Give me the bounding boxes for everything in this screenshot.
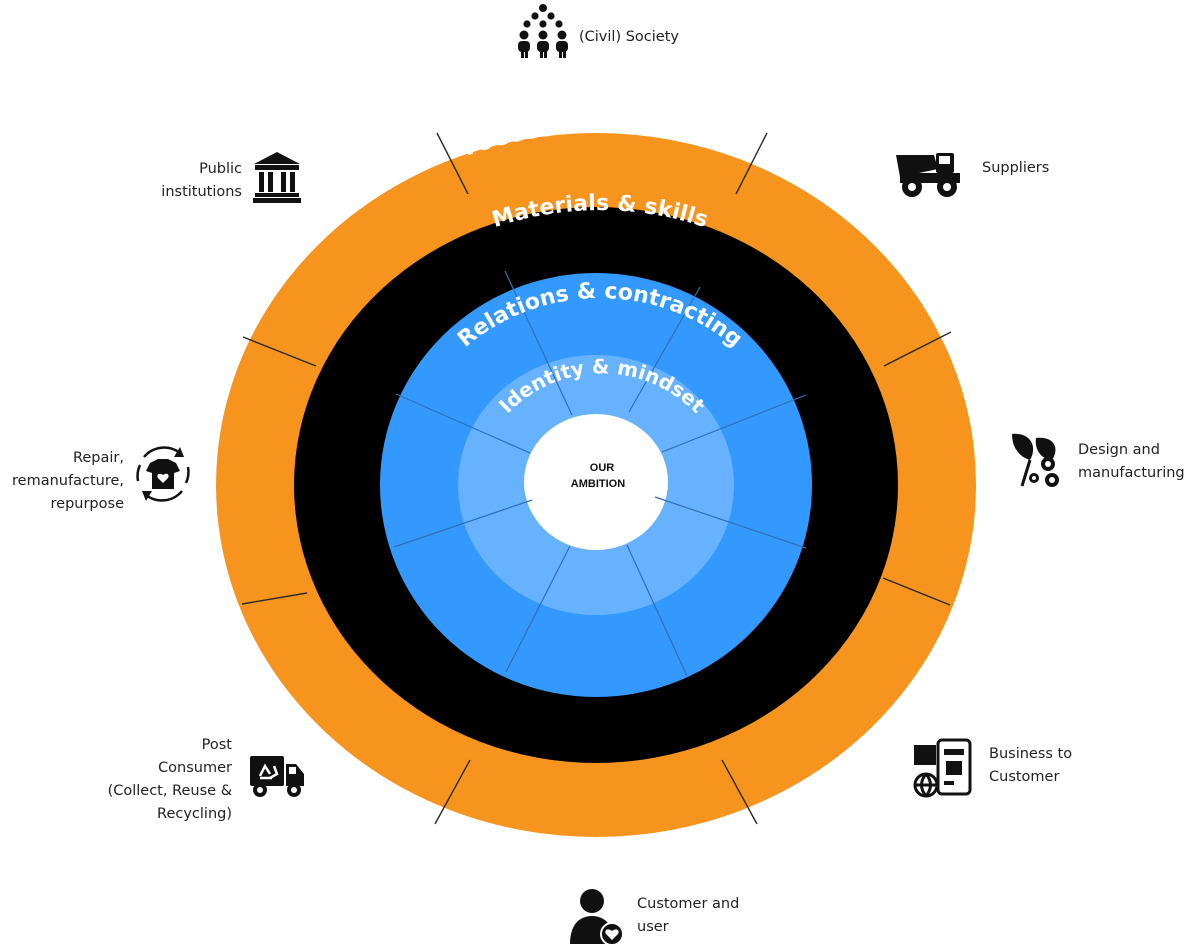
stakeholder-post-consumer: Post Consumer (Collect, Reuse & Recyclin…	[108, 734, 232, 826]
stakeholder-label: repurpose	[50, 496, 124, 512]
stakeholder-business-to-customer: Business to Customer	[989, 743, 1072, 789]
stakeholder-label: Customer and	[637, 896, 740, 912]
outer-separators	[241, 132, 952, 825]
recycling-truck-icon	[250, 756, 304, 797]
stakeholder-label: Design and	[1078, 442, 1160, 458]
stakeholder-public-institutions: Public institutions	[161, 158, 242, 204]
blue-separator	[661, 394, 807, 453]
stakeholder-label: (Collect, Reuse &	[107, 783, 232, 799]
center-label-line-2: AMBITION	[571, 478, 625, 490]
stakeholder-suppliers: Suppliers	[982, 157, 1049, 180]
blue-separator	[628, 286, 701, 413]
blue-separator	[393, 499, 533, 548]
outer-separator	[883, 331, 952, 367]
stakeholder-label: Customer	[989, 769, 1060, 785]
ring-outer-label: Processes & activities	[0, 0, 746, 163]
outer-separator	[434, 759, 471, 825]
stakeholder-label: Business to	[989, 746, 1073, 762]
blue-separator	[654, 496, 807, 549]
user-heart-icon	[570, 889, 624, 946]
outer-separator	[721, 759, 758, 825]
stakeholder-label: Suppliers	[982, 160, 1050, 176]
stakeholder-design-manufacturing: Design and manufacturing	[1078, 439, 1185, 485]
outer-separator	[882, 577, 951, 606]
ring-center	[524, 414, 668, 550]
stakeholder-label: Public	[199, 161, 242, 177]
dump-truck-icon	[896, 153, 960, 197]
stakeholder-label: (Civil) Society	[579, 29, 679, 45]
tshirt-cycle-icon	[136, 446, 190, 502]
stakeholder-label: remanufacture,	[12, 473, 124, 489]
stakeholder-label: manufacturing	[1078, 465, 1185, 481]
blue-separator	[505, 545, 571, 673]
blue-separator	[395, 393, 531, 454]
outer-separator	[436, 132, 469, 195]
mobile-commerce-icon	[913, 738, 972, 798]
blue-separators	[393, 270, 807, 677]
center-label-line-1: OUR	[590, 462, 615, 474]
stakeholder-label: Repair,	[72, 450, 124, 466]
leaf-gears-icon	[1012, 433, 1059, 487]
ring-outer-group	[216, 133, 976, 837]
stakeholder-customer-user: Customer and user	[637, 893, 739, 939]
blue-separator	[626, 544, 688, 677]
people-group-icon	[518, 4, 568, 58]
outer-separator	[241, 592, 308, 605]
stakeholder-civil-society: (Civil) Society	[579, 26, 679, 49]
blue-separator	[504, 270, 573, 416]
government-building-icon	[253, 152, 301, 203]
outer-separator	[735, 132, 768, 195]
stakeholder-label: Consumer	[158, 760, 232, 776]
stakeholder-repair: Repair, remanufacture, repurpose	[12, 447, 124, 516]
stakeholder-label: institutions	[161, 184, 242, 200]
stakeholder-label: user	[637, 919, 669, 935]
stakeholder-label: Recycling)	[157, 806, 232, 822]
stakeholder-label: Post	[201, 737, 232, 753]
outer-separator	[242, 336, 317, 367]
